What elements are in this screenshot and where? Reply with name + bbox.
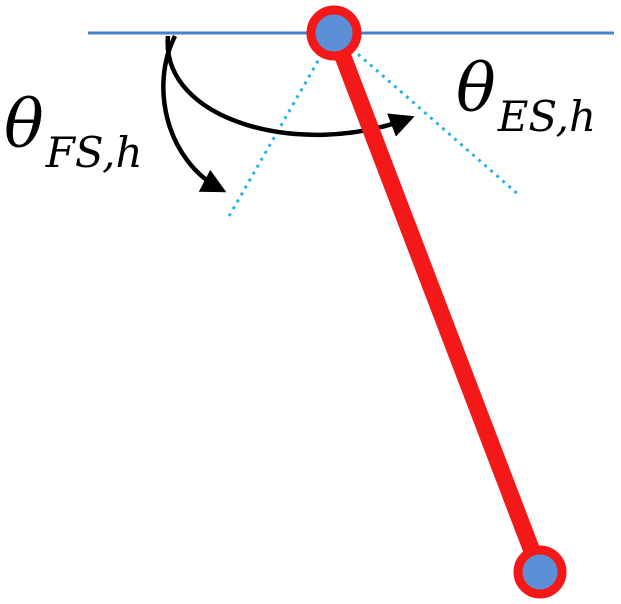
extension-angle-label: θES,h <box>456 56 596 138</box>
limb-segment <box>325 24 549 581</box>
flexion-limit-dotted-line <box>226 32 336 219</box>
proximal-joint <box>306 5 362 61</box>
extension-angle-subscript: ES,h <box>497 92 597 141</box>
flexion-angle-subscript: FS,h <box>45 128 143 177</box>
extension-angle-symbol: θ <box>456 50 496 127</box>
extension-limit-dotted-line <box>333 31 521 198</box>
flexion-angle-symbol: θ <box>4 86 44 163</box>
distal-joint <box>513 545 567 599</box>
flexion-angle-label: θFS,h <box>4 92 143 174</box>
